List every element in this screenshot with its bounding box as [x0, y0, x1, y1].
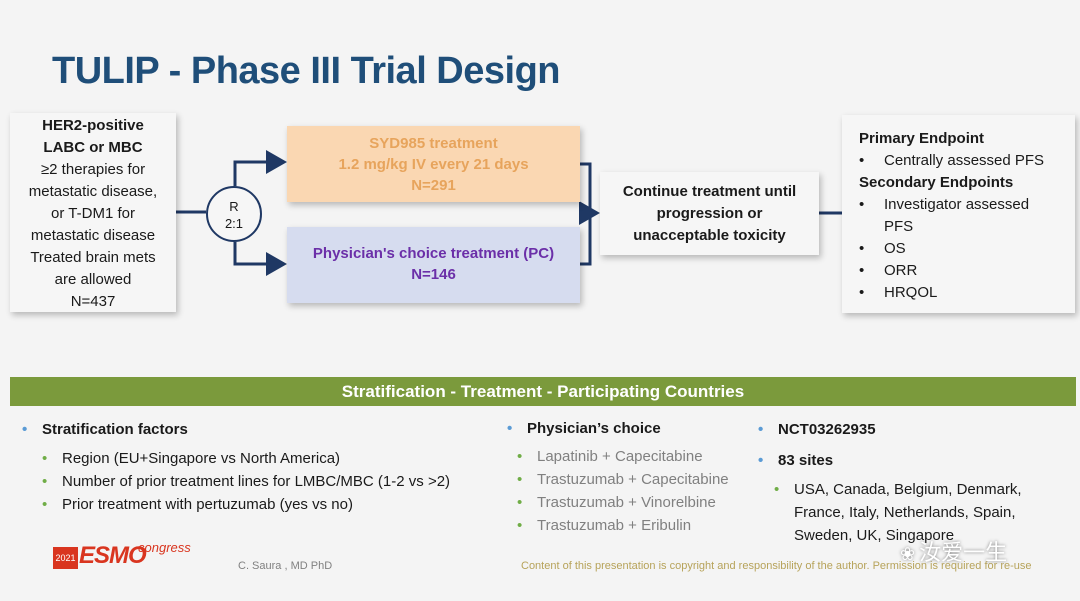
eligibility-line: HER2-positive	[42, 117, 144, 134]
stratification-item: Prior treatment with pertuzumab (yes vs …	[42, 493, 502, 516]
primary-endpoint-item: Centrally assessed PFS	[859, 150, 1075, 172]
stratification-item: Region (EU+Singapore vs North America)	[42, 447, 502, 470]
physicians-choice-item: Trastuzumab + Eribulin	[517, 514, 747, 537]
continue-line: progression or	[656, 205, 763, 222]
pc-arm-name: Physician's choice treatment (PC)	[312, 245, 555, 262]
continue-treatment-box: Continue treatment until progression or …	[600, 172, 819, 255]
countries-list: USA, Canada, Belgium, Denmark, France, I…	[774, 478, 1056, 547]
syd985-arm-dose: 1.2 mg/kg IV every 21 days	[338, 156, 529, 173]
primary-endpoint-heading: Primary Endpoint	[859, 130, 985, 147]
sites-count: 83 sites	[758, 449, 1058, 472]
watermark: ❀汝爱一生	[900, 535, 1007, 567]
continue-line: unacceptable toxicity	[633, 227, 786, 244]
eligibility-box: HER2-positive LABC or MBC ≥2 therapies f…	[10, 113, 176, 312]
continue-line: Continue treatment until	[622, 183, 797, 200]
syd985-arm-name: SYD985 treatment	[369, 135, 498, 152]
section-band: Stratification - Treatment - Participati…	[10, 377, 1076, 406]
eligibility-line: or T-DM1 for	[51, 205, 135, 222]
pc-arm-n: N=146	[411, 266, 456, 283]
nct-number: NCT03262935	[758, 418, 1058, 441]
randomization-ratio: 2:1	[224, 216, 244, 231]
logo-year: 2021	[53, 547, 78, 569]
stratification-heading: Stratification factors	[22, 418, 502, 441]
secondary-endpoint-item: ORR	[859, 260, 1075, 282]
eligibility-line: N=437	[70, 293, 116, 310]
endpoints-box: Primary Endpoint Centrally assessed PFS …	[842, 115, 1075, 313]
esmo-logo: ESMO	[79, 542, 147, 569]
eligibility-line: metastatic disease,	[28, 183, 158, 200]
physicians-choice-heading: Physician’s choice	[507, 417, 747, 440]
copyright-notice: Content of this presentation is copyrigh…	[521, 560, 1032, 572]
physicians-choice-item: Trastuzumab + Vinorelbine	[517, 491, 747, 514]
eligibility-line: Treated brain mets	[30, 249, 156, 266]
stratification-item: Number of prior treatment lines for LMBC…	[42, 470, 502, 493]
trial-info-column: NCT03262935 83 sites USA, Canada, Belgiu…	[758, 418, 1058, 547]
pc-arm-box: Physician's choice treatment (PC) N=146	[287, 227, 580, 303]
wechat-icon: ❀	[900, 544, 916, 564]
syd985-arm-n: N=291	[411, 177, 456, 194]
presenter-name: C. Saura , MD PhD	[238, 560, 333, 572]
syd985-arm-box: SYD985 treatment 1.2 mg/kg IV every 21 d…	[287, 126, 580, 202]
eligibility-line: are allowed	[54, 271, 132, 288]
stratification-column: Stratification factors Region (EU+Singap…	[22, 418, 502, 516]
randomization-label: R	[229, 199, 239, 214]
logo-event: congress	[138, 540, 191, 555]
secondary-endpoint-heading: Secondary Endpoints	[859, 174, 1014, 191]
eligibility-line: ≥2 therapies for	[40, 161, 146, 178]
eligibility-line: LABC or MBC	[43, 139, 143, 156]
randomization-circle: R 2:1	[206, 186, 262, 242]
physicians-choice-item: Lapatinib + Capecitabine	[517, 445, 747, 468]
physicians-choice-column: Physician’s choice Lapatinib + Capecitab…	[507, 417, 747, 537]
secondary-endpoint-item: Investigator assessed PFS	[859, 194, 1054, 238]
secondary-endpoint-item: HRQOL	[859, 282, 1075, 304]
slide-title: TULIP - Phase III Trial Design	[52, 50, 561, 92]
eligibility-line: metastatic disease	[30, 227, 156, 244]
watermark-text: 汝爱一生	[919, 540, 1008, 565]
physicians-choice-item: Trastuzumab + Capecitabine	[517, 468, 747, 491]
secondary-endpoint-item: OS	[859, 238, 1075, 260]
